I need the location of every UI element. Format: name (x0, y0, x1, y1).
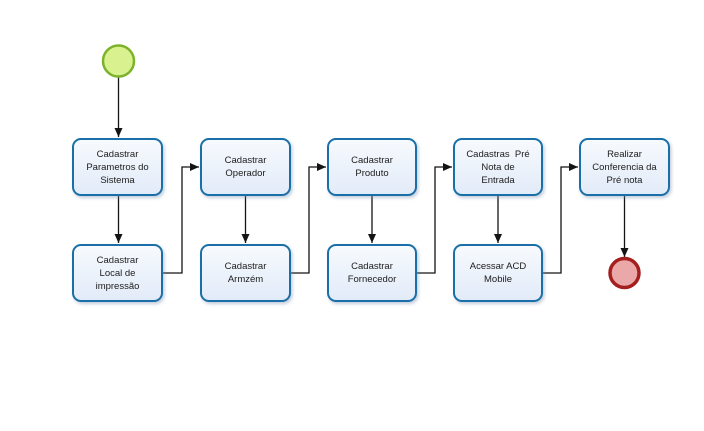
task-label-line: Cadastrar (351, 155, 393, 166)
sequence-flow-cadastrar-local-de-impressao--cadastrar-operador (163, 163, 199, 274)
task-label-line: Fornecedor (347, 274, 397, 285)
task-label-line: Cadastrar (96, 148, 139, 160)
sequence-flow-acessar-acd-mobile--realizar-conferencia-da-pre-nota (543, 163, 578, 274)
task-label-line: Parametros do (86, 161, 149, 173)
task-label-line: Realizar (607, 148, 642, 160)
task-label-line: Armzém (227, 274, 264, 285)
task-label-line: Acessar ACD (469, 261, 527, 272)
task-label-line: Pré nota (606, 174, 643, 186)
task-label-line: Cadastrar (96, 254, 139, 266)
sequence-flow-cadastrar-fornecedor--cadastras-pre-nota-de-entrada (417, 163, 452, 274)
task-label-line: Cadastras Pré (466, 148, 530, 160)
task-label-line: Conferencia da (592, 161, 657, 173)
task-label-line: Mobile (484, 274, 512, 285)
task-label-line: Local de (99, 267, 136, 279)
task-label-line: Cadastrar (224, 155, 267, 166)
task-label-line: Operador (225, 168, 266, 179)
task-label-line: impressão (95, 280, 140, 292)
task-label-line: Sistema (100, 174, 135, 186)
task-label-line: Entrada (481, 174, 515, 186)
task-label-line: Cadastrar (351, 261, 393, 272)
task-label-line: Produto (355, 168, 389, 179)
task-label-line: Cadastrar (224, 261, 267, 272)
sequence-flow-cadastrar-armzem--cadastrar-produto (291, 163, 326, 274)
task-node-acessar-acd-mobile: Acessar ACD Mobile (453, 244, 543, 302)
start-event (101, 44, 136, 78)
task-label-line: Nota de (481, 161, 515, 173)
end-event (608, 256, 641, 290)
